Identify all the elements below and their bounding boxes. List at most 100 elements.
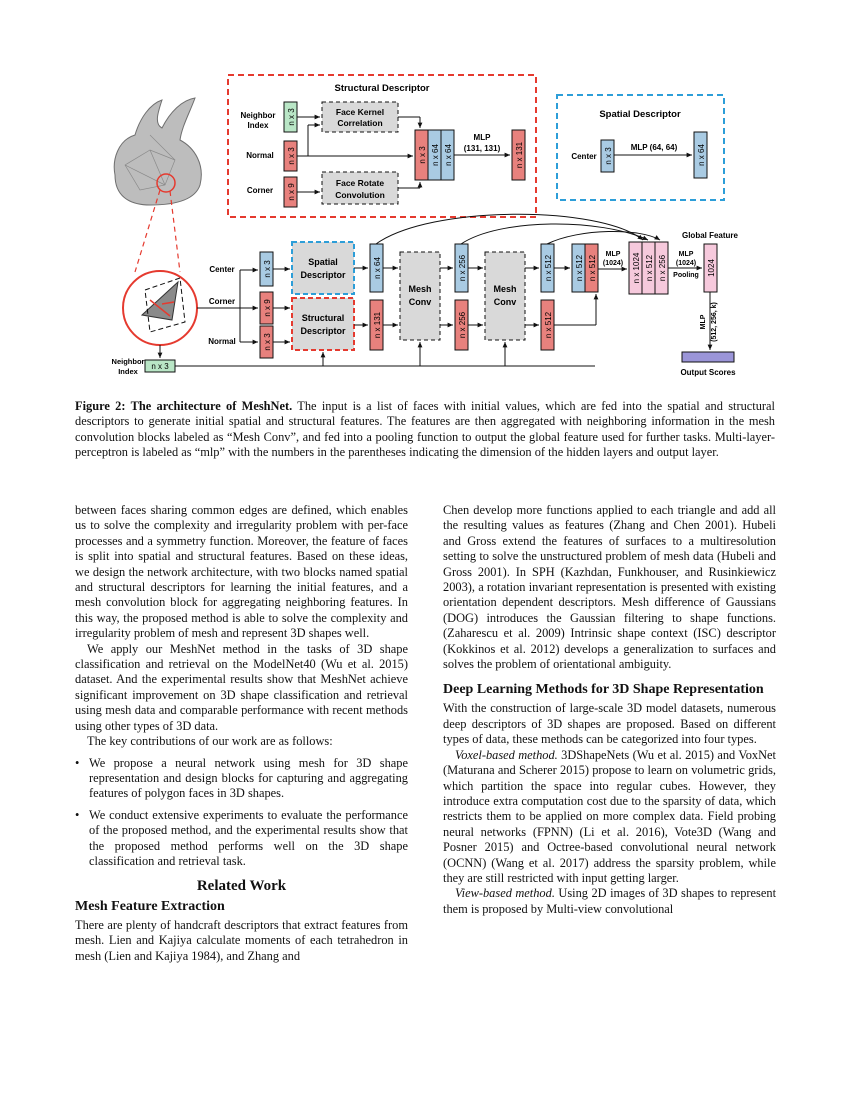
face-rotate-convolution-block: Face Rotate Convolution <box>321 171 399 205</box>
dim-n512-b: n x 512 <box>540 299 555 351</box>
caption-title: The architecture of MeshNet. <box>130 399 293 413</box>
svg-text:Descriptor: Descriptor <box>300 326 346 336</box>
svg-text:n x 512: n x 512 <box>544 254 553 281</box>
svg-text:n x 3: n x 3 <box>263 260 272 278</box>
svg-text:n x 9: n x 9 <box>263 299 272 317</box>
dim-center-n3: n x 3 <box>259 251 274 287</box>
svg-text:n x 3: n x 3 <box>604 147 613 165</box>
subsection-title-deep-learning: Deep Learning Methods for 3D Shape Repre… <box>443 682 764 698</box>
global-feature-label: Global Feature <box>682 231 739 240</box>
svg-text:n x 512: n x 512 <box>645 254 654 281</box>
bunny-mesh-icon <box>113 97 202 206</box>
svg-text:Structural: Structural <box>302 313 345 323</box>
dim-spatial-out-n64: n x 64 <box>693 131 708 179</box>
structural-descriptor-block: Structural Descriptor <box>291 297 355 351</box>
dim-corner-n9-main: n x 9 <box>259 291 274 325</box>
mlp-final-label: MLP <box>700 314 707 329</box>
svg-text:n x 131: n x 131 <box>373 311 382 338</box>
corner-label-main: Corner <box>209 297 235 306</box>
spatial-descriptor-title: Spatial Descriptor <box>599 109 681 120</box>
corner-label: Corner <box>247 186 273 195</box>
left-paragraph-2: We apply our MeshNet method in the tasks… <box>75 641 408 733</box>
svg-text:Mesh: Mesh <box>493 284 516 294</box>
svg-text:n x 256: n x 256 <box>658 254 667 281</box>
output-scores-label: Output Scores <box>680 368 736 377</box>
svg-text:n x 64: n x 64 <box>697 144 706 166</box>
svg-text:Convolution: Convolution <box>335 190 385 200</box>
dim-neighbor-main-n3: n x 3 <box>144 359 176 373</box>
svg-text:n x 64: n x 64 <box>431 144 440 166</box>
right-paragraph-1: Chen develop more functions applied to e… <box>443 503 776 672</box>
dim-normal-n3: n x 3 <box>283 140 298 172</box>
svg-text:Correlation: Correlation <box>337 118 382 128</box>
svg-text:n x 3: n x 3 <box>151 362 169 371</box>
svg-text:n x 1024: n x 1024 <box>632 252 641 283</box>
mesh-conv-block-1: Mesh Conv <box>399 251 441 341</box>
spatial-descriptor-block: Spatial Descriptor <box>291 241 355 295</box>
dim-normal-n3-main: n x 3 <box>259 325 274 359</box>
svg-text:Face Kernel: Face Kernel <box>336 107 384 117</box>
svg-text:n x 64: n x 64 <box>373 257 382 279</box>
right-paragraph-3: Voxel-based method. 3DShapeNets (Wu et a… <box>443 748 776 887</box>
dim-n512-a: n x 512 <box>540 243 555 293</box>
mlp-pooling-label-line3: Pooling <box>673 272 699 279</box>
neighbor-index-main-line2: Index <box>118 367 138 376</box>
voxel-label: Voxel-based method. <box>455 747 558 762</box>
svg-text:n x 256: n x 256 <box>458 311 467 338</box>
dim-center-n3-top: n x 3 <box>600 139 615 173</box>
view-text: Using 2D images of 3D shapes to represen… <box>443 886 777 916</box>
svg-text:n x 256: n x 256 <box>458 254 467 281</box>
svg-text:Conv: Conv <box>494 297 517 307</box>
center-label: Center <box>209 265 234 274</box>
concat-stack: n x 3 n x 64 n x 64 <box>414 129 455 181</box>
svg-text:Descriptor: Descriptor <box>300 270 346 280</box>
section-title: Related Work <box>196 878 287 895</box>
mlp-64-label: MLP (64, 64) <box>631 143 678 152</box>
svg-text:n x 9: n x 9 <box>287 183 296 201</box>
mlp-131-label-line2: (131, 131) <box>464 144 501 153</box>
normal-label-main: Normal <box>208 337 236 346</box>
mesh-conv-block-2: Mesh Conv <box>484 251 526 341</box>
neighbor-index-main: Neighbor <box>112 357 145 366</box>
concat-final: n x 1024 n x 512 n x 256 <box>628 241 669 295</box>
svg-text:n x 512: n x 512 <box>544 311 553 338</box>
meshnet-architecture-figure: Structural Descriptor Neighbor Index Nor… <box>112 74 739 377</box>
svg-text:n x 3: n x 3 <box>287 147 296 165</box>
right-paragraph-4: View-based method. Using 2D images of 3D… <box>443 886 776 917</box>
mlp-1024-label: MLP <box>606 251 621 258</box>
view-label: View-based method. <box>455 886 555 901</box>
contributions-list: •We propose a neural network using mesh … <box>75 756 408 870</box>
svg-text:Spatial: Spatial <box>308 257 338 267</box>
dim-n131-main: n x 131 <box>369 299 384 351</box>
structural-descriptor-frame <box>227 74 537 218</box>
list-item: •We conduct extensive experiments to eva… <box>75 808 408 870</box>
subsection-title: Mesh Feature Extraction <box>75 898 225 914</box>
neighbor-index-label: Neighbor <box>240 111 275 120</box>
right-paragraph-2: With the construction of large-scale 3D … <box>443 701 776 747</box>
voxel-text: 3DShapeNets (Wu et al. 2015) and VoxNet … <box>443 747 776 885</box>
svg-text:Face Rotate: Face Rotate <box>336 178 384 188</box>
svg-text:n x 512: n x 512 <box>588 254 597 281</box>
svg-text:n x 64: n x 64 <box>444 144 453 166</box>
spatial-descriptor-frame <box>556 94 725 201</box>
face-zoom-icon <box>122 270 198 346</box>
left-column: between faces sharing common edges are d… <box>75 503 408 964</box>
dim-n64-main: n x 64 <box>369 243 384 293</box>
svg-text:Conv: Conv <box>409 297 432 307</box>
svg-text:n x 3: n x 3 <box>287 108 296 126</box>
svg-text:Mesh: Mesh <box>408 284 431 294</box>
bullet-icon: • <box>75 755 80 770</box>
dim-n256-b: n x 256 <box>454 299 469 351</box>
dim-n256-a: n x 256 <box>454 243 469 293</box>
mlp-1024-label-line2: (1024) <box>603 260 623 267</box>
left-paragraph-1: between faces sharing common edges are d… <box>75 503 408 641</box>
dim-struct-out-n131: n x 131 <box>511 129 526 181</box>
global-feature-vector: 1024 <box>703 243 718 293</box>
neighbor-index-label-line2: Index <box>248 121 269 130</box>
bullet-icon: • <box>75 807 80 822</box>
svg-text:n x 3: n x 3 <box>263 333 272 351</box>
mlp-pooling-label: MLP <box>679 251 694 258</box>
svg-text:n x 3: n x 3 <box>418 146 427 164</box>
face-kernel-correlation-block: Face Kernel Correlation <box>321 101 399 133</box>
